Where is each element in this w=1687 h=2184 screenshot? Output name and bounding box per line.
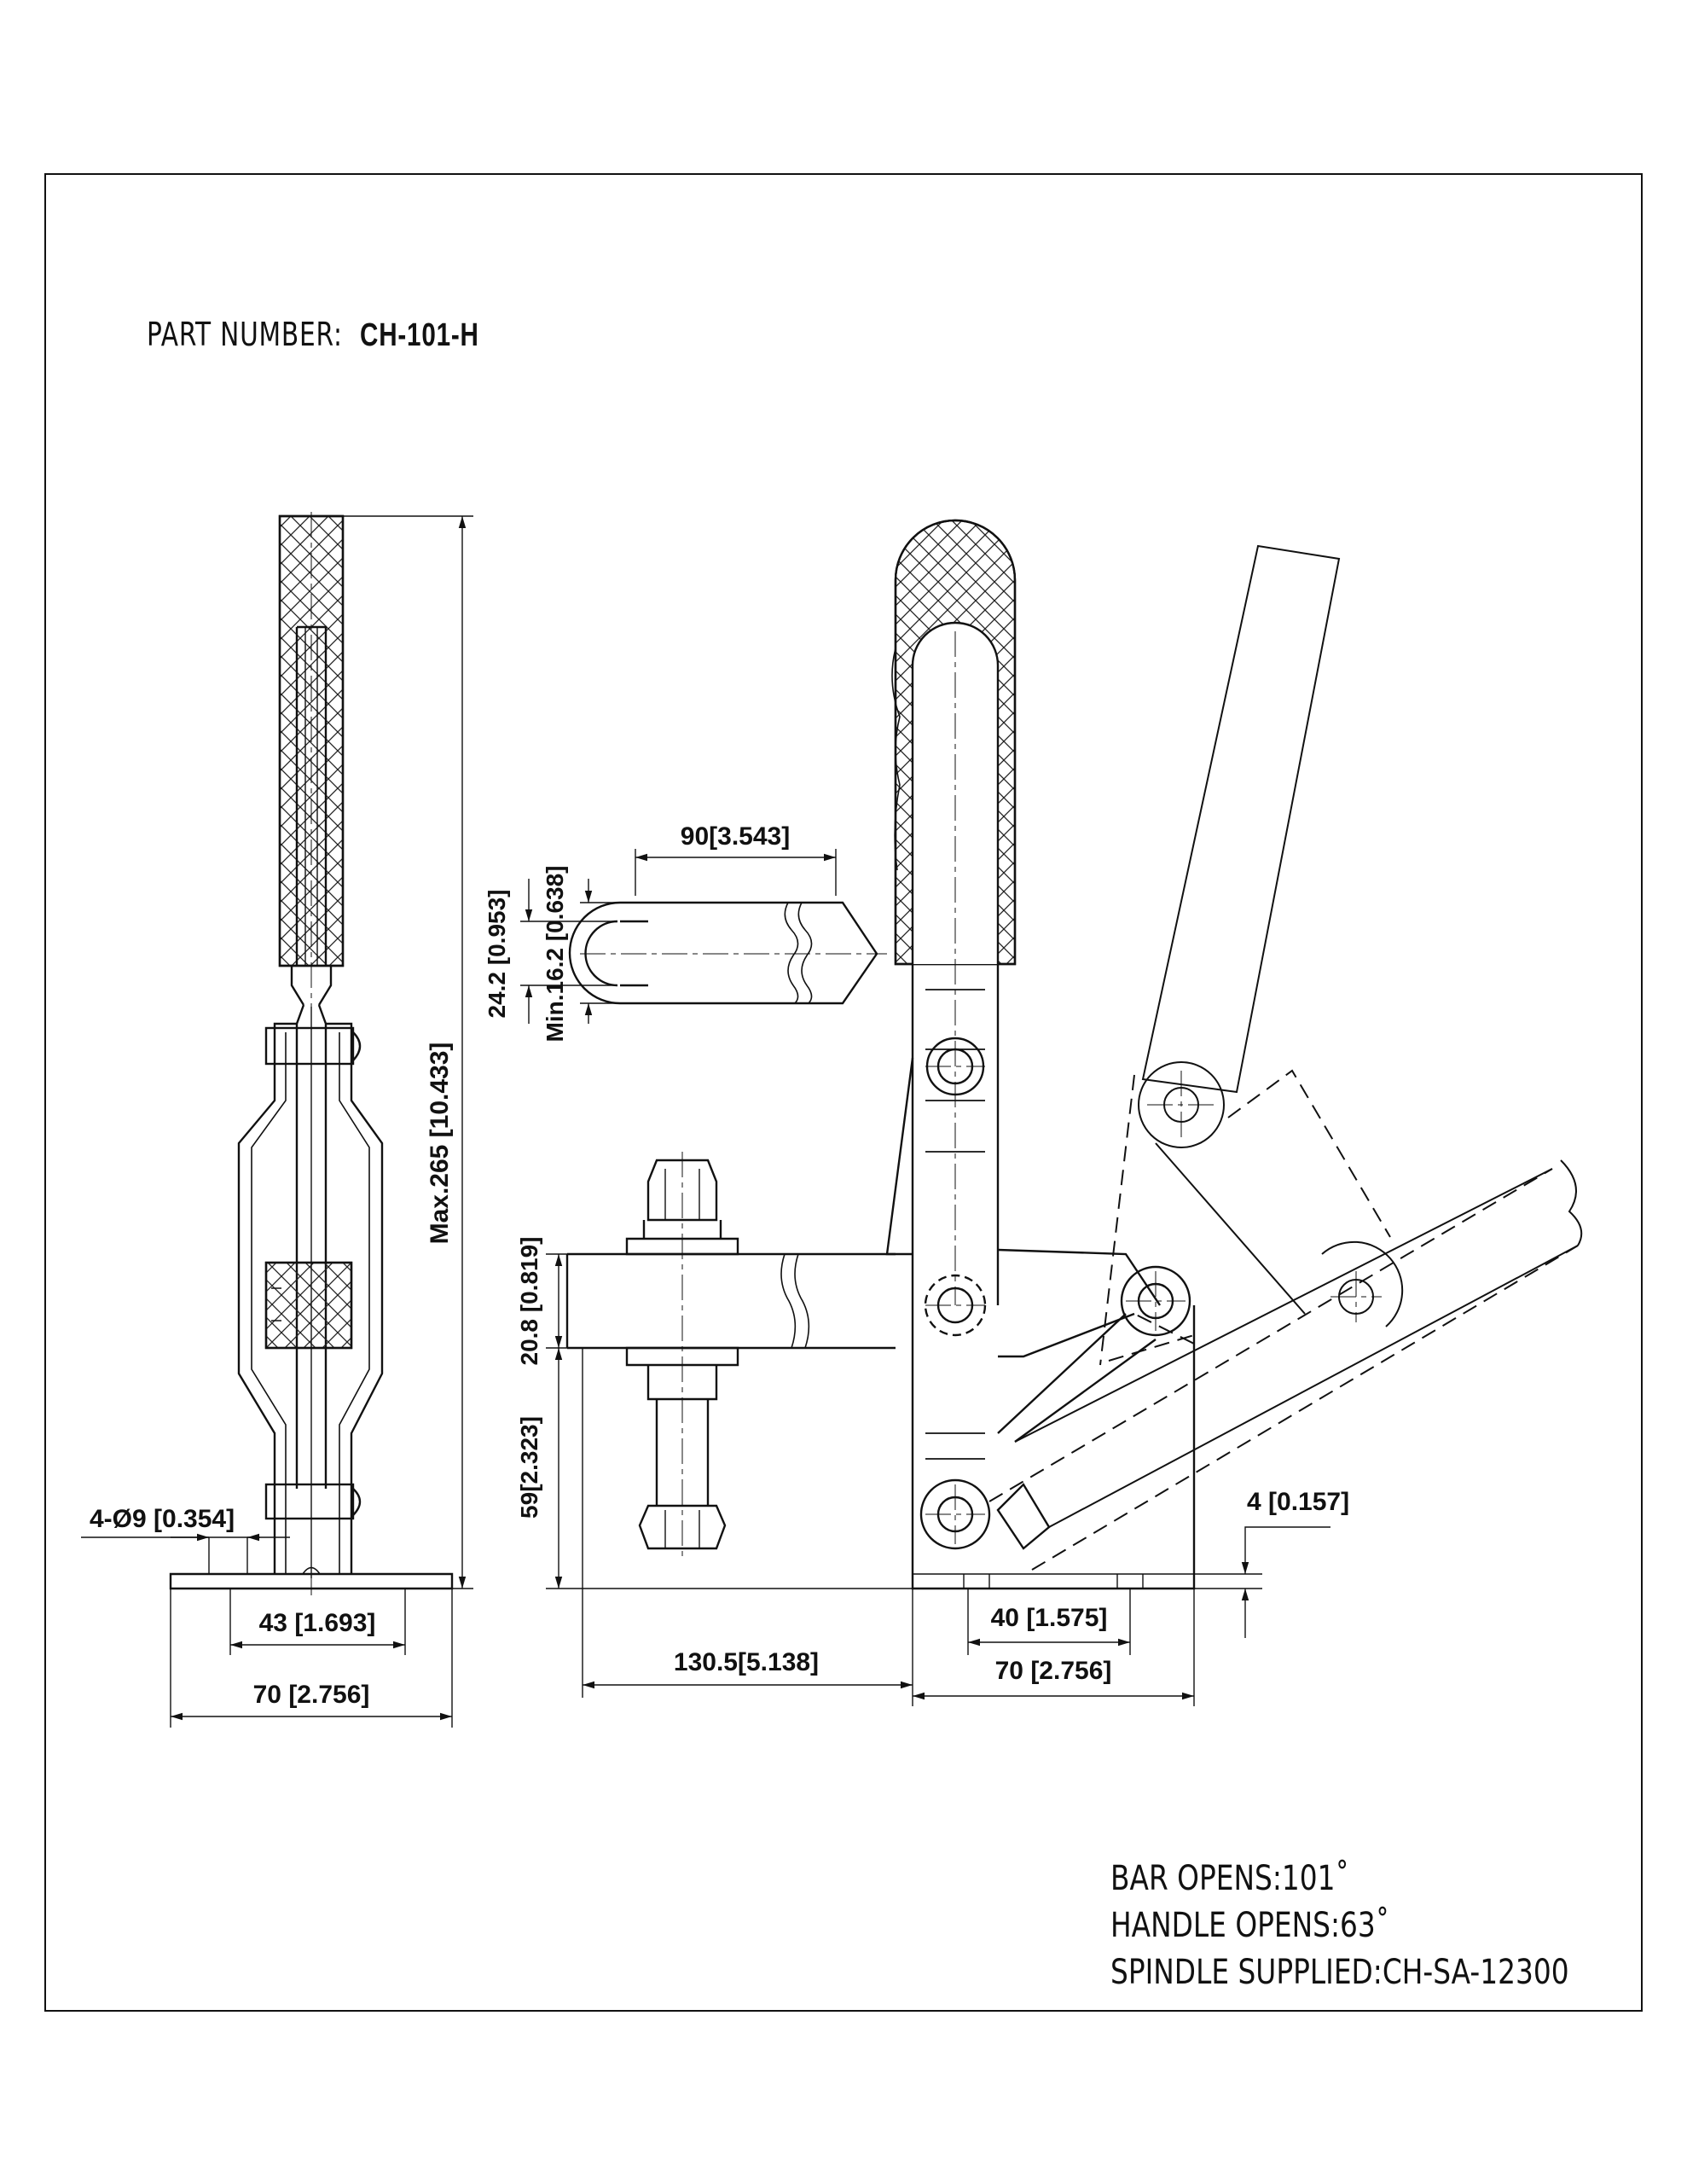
front-body-outline	[237, 1022, 297, 1574]
dim-arm-height: 59[2.323]	[516, 1416, 542, 1519]
bar-slot-outline	[568, 901, 878, 1005]
dim-holes: 4-Ø9 [0.354]	[90, 1505, 235, 1533]
front-view	[169, 512, 454, 1595]
bar-top-view	[568, 901, 887, 1005]
dim-bar-width: 90[3.543]	[681, 822, 790, 851]
part-number-value: CH-101-H	[360, 317, 479, 353]
drawing-border	[44, 173, 1643, 2012]
open-position-phantom	[988, 544, 1583, 1571]
part-number-heading: PART NUMBER: CH-101-H	[147, 316, 479, 354]
front-center-block	[264, 1261, 353, 1350]
dim-reach: 130.5[5.138]	[674, 1648, 819, 1676]
dim-spindle-height: 20.8 [0.819]	[516, 1237, 542, 1366]
side-base-block	[911, 1305, 1196, 1590]
dim-base-thickness: 4 [0.157]	[1247, 1488, 1349, 1516]
spec-notes: BAR OPENS:101˚ HANDLE OPENS:63˚ SPINDLE …	[1110, 1856, 1569, 1996]
dim-hole-spacing-front: 43 [1.693]	[259, 1609, 376, 1637]
bar-dimensions	[520, 849, 837, 1024]
dim-bar-outer-height: 24.2 [0.953]	[484, 890, 510, 1019]
spec-spindle: SPINDLE SUPPLIED:CH-SA-12300	[1110, 1953, 1569, 1992]
dim-base-hole-spacing-side: 40 [1.575]	[991, 1604, 1108, 1632]
part-number-label: PART NUMBER:	[147, 316, 343, 353]
dim-base-width-front: 70 [2.756]	[253, 1681, 370, 1709]
dim-max-height: Max.265 [10.433]	[426, 1043, 454, 1245]
side-dimensions	[546, 1253, 1330, 1706]
spec-bar-opens: BAR OPENS:101˚	[1110, 1859, 1349, 1898]
side-view	[565, 519, 1196, 1590]
dim-slot-min: Min.16.2 [0.638]	[542, 866, 568, 1043]
front-dimensions	[81, 515, 473, 1728]
spec-handle-opens: HANDLE OPENS:63˚	[1110, 1906, 1390, 1945]
dim-base-length-side: 70 [2.756]	[995, 1657, 1112, 1685]
